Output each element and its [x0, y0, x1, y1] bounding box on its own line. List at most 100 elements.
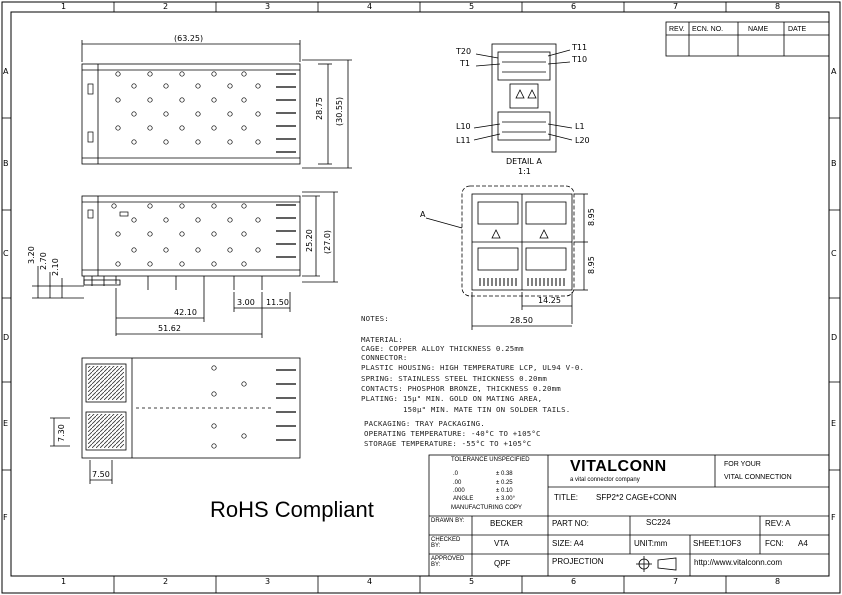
zone-col-8-bottom: 8: [775, 577, 781, 586]
tol-value: ± 3.00°: [496, 496, 516, 502]
tolerance-header: TOLERANCE UNSPECIFIED: [451, 457, 530, 463]
size-value: SIZE: A4: [552, 539, 584, 548]
pin-t11: T11: [572, 43, 588, 52]
dim-2-70: 2.70: [39, 252, 48, 270]
notes-line: PACKAGING: TRAY PACKAGING.: [364, 419, 485, 428]
dim-3-20: 3.20: [27, 246, 36, 264]
dim-2-10: 2.10: [51, 258, 60, 276]
drawn-value: BECKER: [490, 519, 523, 528]
dim-30-55: (30.55): [335, 96, 344, 126]
title-value: SFP2*2 CAGE+CONN: [596, 493, 677, 502]
dim-3-00: 3.00: [237, 298, 255, 307]
dim-42-10: 42.10: [174, 308, 197, 317]
part-label: PART NO:: [552, 519, 589, 528]
pin-t20: T20: [456, 47, 472, 56]
zone-col-4-bottom: 4: [367, 577, 373, 586]
zone-row-b-right: B: [831, 159, 837, 168]
notes-line: PLASTIC HOUSING: HIGH TEMPERATURE LCP, U…: [361, 363, 585, 372]
date-header: DATE: [788, 26, 807, 33]
notes-line: MATERIAL:: [361, 335, 403, 344]
name-header: NAME: [748, 26, 769, 33]
tol-key: ANGLE: [453, 496, 474, 502]
front-view: [425, 185, 588, 330]
notes-line: CAGE: COPPER ALLOY THICKNESS 0.25mm: [361, 344, 524, 353]
dim-11-50: 11.50: [266, 298, 289, 307]
zone-col-7: 7: [673, 2, 679, 11]
dim-7-30: 7.30: [57, 424, 66, 442]
zone-col-1-bottom: 1: [61, 577, 67, 586]
notes-line: 150µ" MIN. MATE TIN ON SOLDER TAILS.: [403, 405, 571, 414]
zone-row-c: C: [3, 249, 9, 258]
notes-line: CONNECTOR:: [361, 353, 408, 362]
projection-label: PROJECTION: [552, 557, 604, 566]
notes-line: PLATING: 15µ" MIN. GOLD ON MATING AREA,: [361, 394, 543, 403]
dim-8-95-bottom: 8.95: [587, 256, 596, 274]
zone-row-d: D: [3, 333, 10, 342]
pin-l1: L1: [575, 122, 585, 131]
bottom-view: [50, 357, 301, 484]
notes-title: NOTES:: [361, 314, 389, 323]
part-value: SC224: [646, 518, 671, 527]
detail-a-label: DETAIL A: [506, 157, 542, 166]
dim-7-50: 7.50: [92, 470, 110, 479]
zone-col-3: 3: [265, 2, 271, 11]
zone-row-f-right: F: [831, 513, 836, 522]
tol-value: ± 0.10: [496, 488, 513, 494]
zone-col-7-bottom: 7: [673, 577, 679, 586]
company-url[interactable]: http://www.vitalconn.com: [694, 558, 783, 567]
slogan-line2: VITAL CONNECTION: [724, 474, 792, 481]
notes-line: CONTACTS: PHOSPHOR BRONZE, THICKNESS 0.2…: [361, 384, 561, 393]
title-label: TITLE:: [554, 493, 579, 502]
zone-col-6: 6: [571, 2, 577, 11]
zone-row-b: B: [3, 159, 9, 168]
fcn-value: A4: [798, 539, 808, 548]
pin-l10: L10: [456, 122, 471, 131]
approved-label: APPROVED BY:: [431, 556, 465, 568]
checked-value: VTA: [494, 539, 509, 548]
dim-28-75: 28.75: [315, 97, 324, 120]
projection-symbol: [636, 556, 677, 572]
zone-row-a: A: [3, 67, 9, 76]
fcn-label: FCN:: [765, 539, 784, 548]
top-view: [81, 40, 352, 169]
notes-line: OPERATING TEMPERATURE: -40°C TO +105°C: [364, 429, 541, 438]
zone-row-a-right: A: [831, 67, 837, 76]
zone-col-2: 2: [163, 2, 169, 11]
title-block-lines: [428, 454, 830, 577]
zone-col-5-bottom: 5: [469, 577, 475, 586]
zone-row-d-right: D: [831, 333, 838, 342]
side-view: [32, 191, 338, 338]
dim-8-95-top: 8.95: [587, 208, 596, 226]
detail-a: [473, 43, 573, 153]
tol-key: .000: [453, 488, 465, 494]
ecn-header: ECN. NO.: [692, 26, 724, 33]
zone-col-8: 8: [775, 2, 781, 11]
dim-14-25: 14.25: [538, 296, 561, 305]
zone-col-5: 5: [469, 2, 475, 11]
dim-27-0: (27.0): [323, 229, 332, 254]
dim-63-25: (63.25): [174, 34, 204, 43]
tol-key: .00: [453, 480, 462, 486]
zone-col-2-bottom: 2: [163, 577, 169, 586]
unit-value: UNIT:mm: [634, 539, 668, 548]
detail-a-callout: A: [420, 210, 426, 219]
zone-row-c-right: C: [831, 249, 837, 258]
company-logo: VITALCONN: [570, 458, 667, 475]
tol-value: ± 0.25: [496, 480, 513, 486]
zone-row-e-right: E: [831, 419, 837, 428]
drawn-label: DRAWN BY:: [431, 518, 465, 524]
pin-l11: L11: [456, 136, 471, 145]
notes-line: SPRING: STAINLESS STEEL THICKNESS 0.20mm: [361, 374, 547, 383]
logo-subtitle: a vital connector company: [570, 477, 640, 483]
zone-col-4: 4: [367, 2, 373, 11]
detail-a-scale: 1:1: [518, 167, 531, 176]
dim-25-20: 25.20: [305, 229, 314, 252]
zone-col-3-bottom: 3: [265, 577, 271, 586]
pin-l20: L20: [575, 136, 590, 145]
sheet-value: SHEET:1OF3: [693, 539, 742, 548]
dim-28-50: 28.50: [510, 316, 533, 325]
pin-t10: T10: [572, 55, 588, 64]
slogan-line1: FOR YOUR: [724, 461, 761, 468]
